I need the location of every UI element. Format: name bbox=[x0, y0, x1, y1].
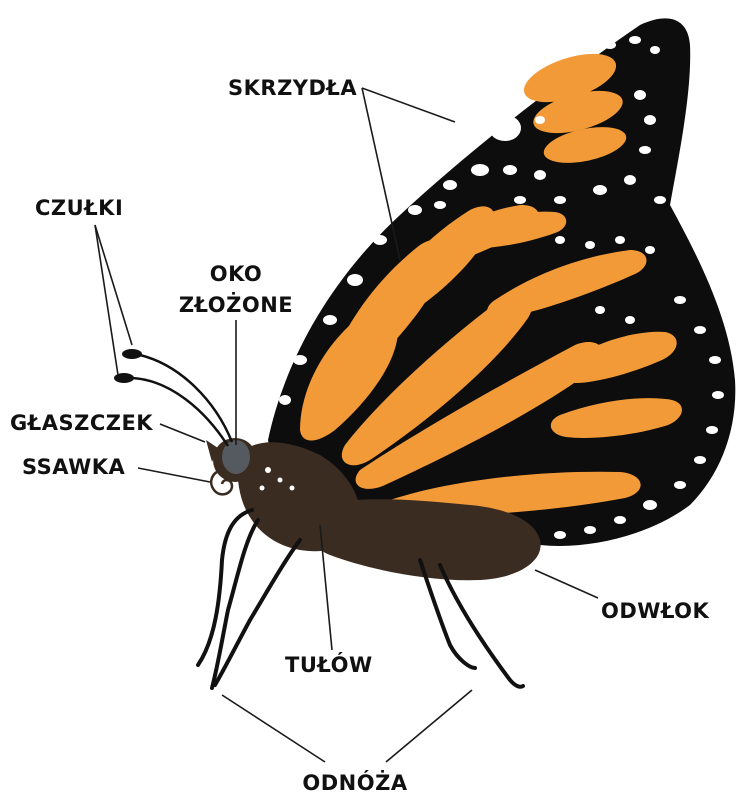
leader-odnoza-2 bbox=[386, 690, 472, 762]
body-dot bbox=[260, 486, 265, 491]
wing-spot bbox=[593, 185, 607, 195]
wing-spot bbox=[434, 201, 446, 209]
leader-ssawka bbox=[138, 468, 210, 482]
wing-spot bbox=[503, 165, 517, 175]
wing-spot bbox=[464, 95, 476, 105]
wing-spot bbox=[279, 395, 291, 405]
label-skrzydla: SKRZYDŁA bbox=[228, 76, 357, 100]
body-dot bbox=[265, 467, 271, 473]
wing-spot bbox=[373, 235, 387, 245]
wing-spot bbox=[443, 180, 457, 190]
wing-spot bbox=[654, 196, 666, 204]
wing-spot bbox=[347, 274, 363, 286]
wing-spot bbox=[514, 196, 526, 204]
leader-skrzydla-2 bbox=[362, 88, 455, 122]
wing-spot bbox=[706, 426, 718, 434]
body-dot bbox=[290, 486, 295, 491]
body-dot bbox=[278, 478, 283, 483]
label-oko-line1: OKO bbox=[210, 262, 263, 286]
leader-odwlok bbox=[535, 570, 598, 598]
leader-czulki-1 bbox=[95, 225, 132, 345]
wing-spot bbox=[534, 170, 546, 180]
wing-spot bbox=[585, 241, 595, 249]
wing-spot bbox=[408, 205, 422, 215]
label-odwlok: ODWŁOK bbox=[601, 599, 710, 623]
wing-spot bbox=[639, 146, 651, 154]
wing-spot bbox=[584, 526, 596, 534]
front-leg bbox=[198, 510, 252, 665]
wing-spot bbox=[471, 164, 489, 176]
wing-spot bbox=[625, 316, 635, 324]
wing-spot bbox=[694, 326, 706, 334]
label-czulki: CZUŁKI bbox=[35, 196, 123, 220]
hind-leg-2 bbox=[440, 565, 523, 687]
wing-spot bbox=[674, 481, 686, 489]
antenna-club-upper bbox=[122, 349, 142, 359]
wing-spot bbox=[554, 531, 566, 539]
wing-spot bbox=[650, 46, 660, 54]
wing-spot bbox=[712, 391, 724, 399]
label-odnoza: ODNÓŻA bbox=[302, 770, 407, 795]
leader-odnoza-1 bbox=[222, 695, 325, 762]
wing-spot bbox=[709, 356, 721, 364]
label-glaszczek: GŁASZCZEK bbox=[10, 411, 153, 435]
label-oko-line2: ZŁOŻONE bbox=[179, 292, 293, 317]
wing-spot bbox=[644, 115, 656, 125]
wing-spot bbox=[629, 36, 641, 44]
leader-glaszczek bbox=[160, 424, 205, 442]
antenna-club-lower bbox=[114, 373, 134, 383]
wing-spot bbox=[489, 115, 521, 141]
wing-spot bbox=[624, 175, 636, 185]
wing-spot bbox=[554, 26, 566, 34]
label-tulow: TUŁÓW bbox=[285, 652, 373, 677]
wing-spot bbox=[535, 116, 545, 124]
wing-spot bbox=[645, 246, 655, 254]
wing-spot bbox=[595, 306, 605, 314]
wing-spot bbox=[694, 456, 706, 464]
wing-spot bbox=[634, 90, 646, 100]
wing-spot bbox=[555, 236, 565, 244]
wing-spot bbox=[293, 355, 307, 365]
wing-spot bbox=[643, 500, 657, 510]
wing-spot bbox=[615, 236, 625, 244]
wing-spot bbox=[604, 41, 616, 49]
wing-spot bbox=[573, 37, 587, 47]
wing-spot bbox=[554, 196, 566, 204]
leader-czulki-2 bbox=[95, 225, 118, 375]
label-ssawka: SSAWKA bbox=[22, 455, 126, 479]
wing-spot bbox=[674, 296, 686, 304]
wing-spot bbox=[614, 516, 626, 524]
wing-spot bbox=[462, 129, 478, 141]
wing-spot bbox=[323, 315, 337, 325]
